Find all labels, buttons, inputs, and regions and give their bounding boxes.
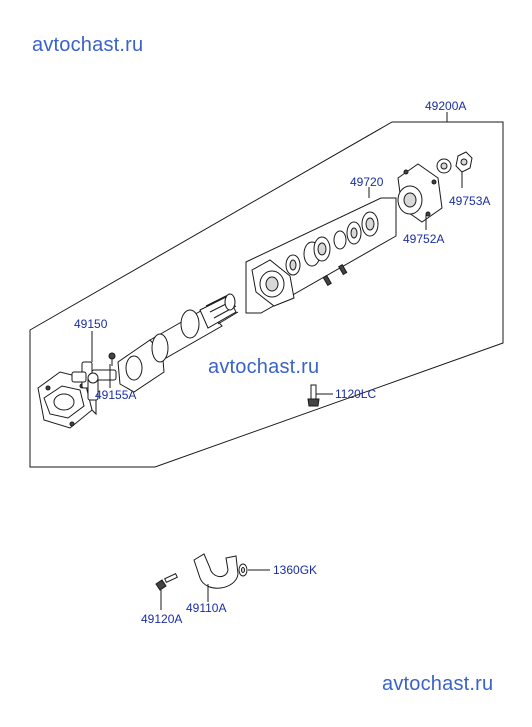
small-fittings bbox=[322, 263, 348, 287]
bracket-49110a bbox=[193, 553, 239, 602]
bolt-49120a bbox=[155, 572, 178, 610]
label-nut: 49753A bbox=[449, 194, 490, 208]
label-bracket: 49110A bbox=[186, 601, 226, 615]
center-bearing-bracket bbox=[251, 259, 295, 307]
label-spider: 49150 bbox=[74, 317, 108, 331]
watermark-bottom: avtochast.ru bbox=[382, 673, 494, 695]
watermark-middle: avtochast.ru bbox=[208, 356, 320, 378]
label-assembly: 49200A bbox=[425, 99, 466, 113]
companion-flange bbox=[397, 163, 443, 223]
label-bracket-bolt: 49120A bbox=[141, 612, 182, 626]
grease-fitting bbox=[108, 352, 116, 366]
assembly-frame bbox=[29, 121, 504, 468]
bolt-1120lc bbox=[307, 384, 333, 407]
bearing-kit-frame bbox=[245, 197, 397, 314]
label-bearing-kit: 49720 bbox=[350, 175, 384, 189]
label-washer: 1360GK bbox=[273, 563, 317, 577]
label-grease-fitting: 49155A bbox=[95, 388, 136, 402]
washer-1360gk bbox=[238, 563, 270, 577]
flange-yoke-left bbox=[37, 371, 97, 429]
propeller-shaft bbox=[117, 293, 239, 393]
label-bolt: 1120LC bbox=[335, 387, 376, 401]
bearing-rings bbox=[285, 211, 379, 276]
watermark-top: avtochast.ru bbox=[32, 34, 144, 56]
flange-nut bbox=[436, 151, 473, 174]
label-flange: 49752A bbox=[403, 232, 444, 246]
